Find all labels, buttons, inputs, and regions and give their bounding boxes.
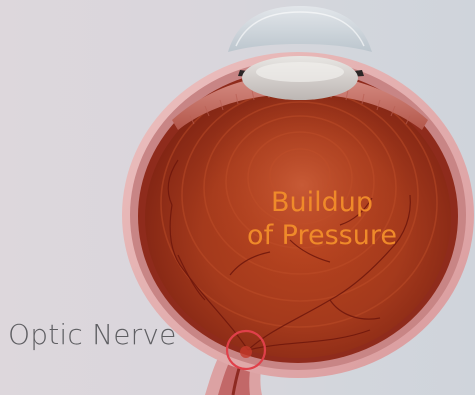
pressure-label: Buildup of Pressure xyxy=(212,186,432,252)
pressure-label-line2: of Pressure xyxy=(212,219,432,252)
cornea xyxy=(228,6,372,52)
optic-nerve-label: Optic Nerve xyxy=(8,318,177,351)
pressure-label-line1: Buildup xyxy=(212,186,432,219)
